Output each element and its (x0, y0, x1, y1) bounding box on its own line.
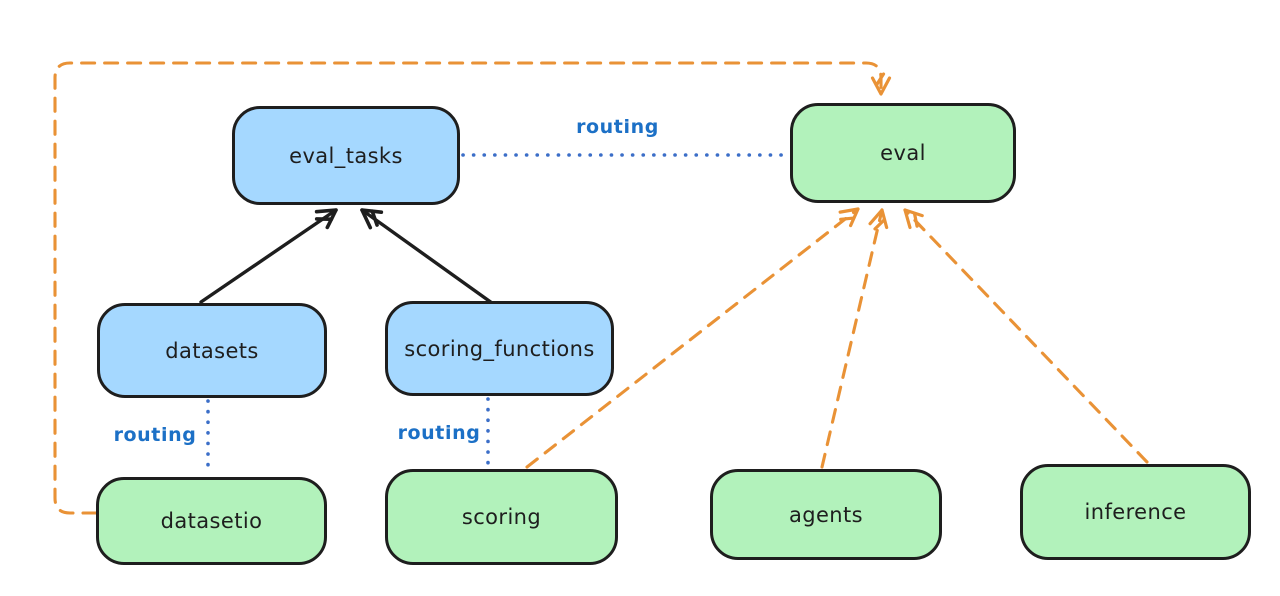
node-eval-tasks-label: eval_tasks (289, 143, 403, 168)
edge-label-routing-datasets-datasetio: routing (113, 424, 197, 446)
node-eval: eval (790, 103, 1016, 203)
edge-inference-to-eval (903, 208, 1149, 464)
node-datasetio: datasetio (96, 477, 327, 565)
node-datasets: datasets (97, 303, 327, 398)
node-datasetio-label: datasetio (160, 509, 263, 533)
edge-label-routing-scoring-functions-scoring: routing (397, 422, 481, 444)
node-scoring-functions: scoring_functions (385, 301, 614, 396)
node-inference-label: inference (1084, 500, 1187, 524)
node-datasets-label: datasets (165, 338, 259, 363)
edge-agents-to-eval (820, 208, 889, 469)
node-agents: agents (710, 469, 942, 560)
edge-label-routing-eval-tasks-eval: routing (576, 116, 659, 138)
node-scoring-label: scoring (461, 505, 542, 529)
edge-datasets-to-eval-tasks (199, 208, 338, 304)
node-scoring: scoring (385, 469, 618, 565)
edge-scoring-to-eval (525, 207, 860, 469)
node-inference: inference (1020, 464, 1251, 560)
node-eval-label: eval (880, 141, 926, 165)
node-scoring-functions-label: scoring_functions (404, 336, 595, 361)
node-agents-label: agents (788, 502, 863, 527)
node-eval-tasks: eval_tasks (232, 106, 460, 205)
edge-scoring-functions-to-eval-tasks (360, 208, 494, 305)
edge-datasetio-to-eval (53, 61, 892, 515)
